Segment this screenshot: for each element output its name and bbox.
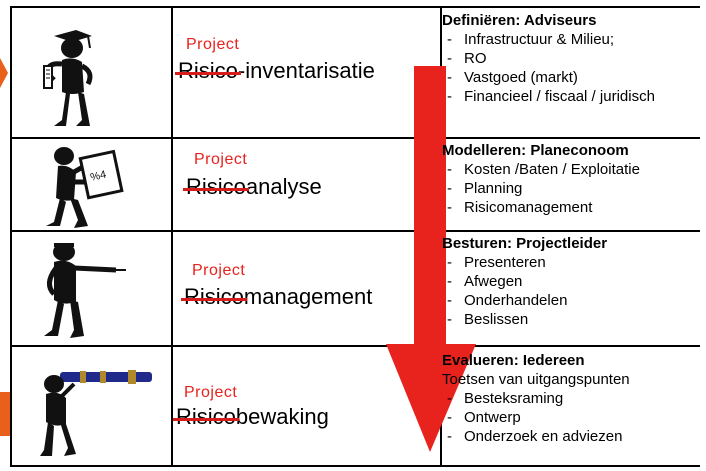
role-block: Modelleren: Planeconoom Kosten /Baten / … — [442, 141, 640, 217]
telescope-figure-icon — [40, 370, 152, 456]
task-list: Infrastructuur & Milieu; RO Vastgoed (ma… — [442, 30, 655, 106]
task-item: Kosten /Baten / Exploitatie — [442, 160, 640, 179]
grid-line — [10, 6, 700, 8]
graduate-figure-icon — [43, 30, 93, 126]
struck-word: Risico — [175, 58, 241, 83]
grid-line — [10, 345, 700, 347]
role-heading: Besturen: Projectleider — [442, 235, 608, 252]
role-heading: Modelleren: Planeconoom — [442, 142, 629, 159]
task-list: Presenteren Afwegen Onderhandelen Beslis… — [442, 253, 607, 329]
task-item: Risicomanagement — [442, 198, 640, 217]
task-item: Planning — [442, 179, 640, 198]
struck-word: Risico — [173, 404, 239, 429]
role-lead: Toetsen van uitgangspunten — [442, 371, 630, 388]
task-item: Onderhandelen — [442, 291, 607, 310]
task-item: Vastgoed (markt) — [442, 68, 655, 87]
task-item: Financieel / fiscaal / juridisch — [442, 87, 655, 106]
grid-line — [171, 6, 173, 467]
overlay-label: Project — [194, 151, 248, 168]
struck-word: Risico — [183, 174, 249, 199]
pointing-figure-icon — [44, 243, 126, 338]
role-block: Evalueren: Iedereen Toetsen van uitgangs… — [442, 351, 630, 446]
phase-suffix: -inventarisatie — [237, 58, 375, 83]
task-item: Infrastructuur & Milieu; — [442, 30, 655, 49]
phase-title: Risico-inventarisatie — [175, 58, 375, 84]
task-item: Presenteren — [442, 253, 607, 272]
phase-suffix: bewaking — [235, 404, 329, 429]
edge-marker — [0, 392, 10, 436]
task-list: Kosten /Baten / Exploitatie Planning Ris… — [442, 160, 640, 217]
grid-line — [10, 137, 700, 139]
task-item: Ontwerp — [442, 408, 630, 427]
struck-word: Risico — [181, 284, 247, 309]
overlay-label: Project — [184, 384, 238, 401]
phase-title: Risicobewaking — [173, 404, 329, 430]
overlay-label: Project — [186, 36, 240, 53]
task-item: RO — [442, 49, 655, 68]
edge-arrow-marker — [0, 58, 8, 88]
role-block: Definiëren: Adviseurs Infrastructuur & M… — [442, 11, 655, 106]
grid-line — [10, 6, 12, 467]
role-heading: Evalueren: Iedereen — [442, 352, 585, 369]
task-item: Afwegen — [442, 272, 607, 291]
task-item: Onderzoek en adviezen — [442, 427, 630, 446]
task-item: Besteksraming — [442, 389, 630, 408]
grid-line — [10, 465, 700, 467]
phase-title: Risicoanalyse — [183, 174, 322, 200]
svg-text:%4: %4 — [89, 169, 107, 184]
phase-suffix: management — [243, 284, 373, 309]
role-block: Besturen: Projectleider Presenteren Afwe… — [442, 234, 607, 329]
grid-line — [10, 230, 700, 232]
phase-suffix: analyse — [245, 174, 322, 199]
phase-title: Risicomanagement — [181, 284, 373, 310]
task-item: Beslissen — [442, 310, 607, 329]
task-list: Besteksraming Ontwerp Onderzoek en advie… — [442, 389, 630, 446]
overlay-label: Project — [192, 262, 246, 279]
role-heading: Definiëren: Adviseurs — [442, 12, 597, 29]
board-carrier-figure-icon: %4 — [46, 147, 124, 228]
